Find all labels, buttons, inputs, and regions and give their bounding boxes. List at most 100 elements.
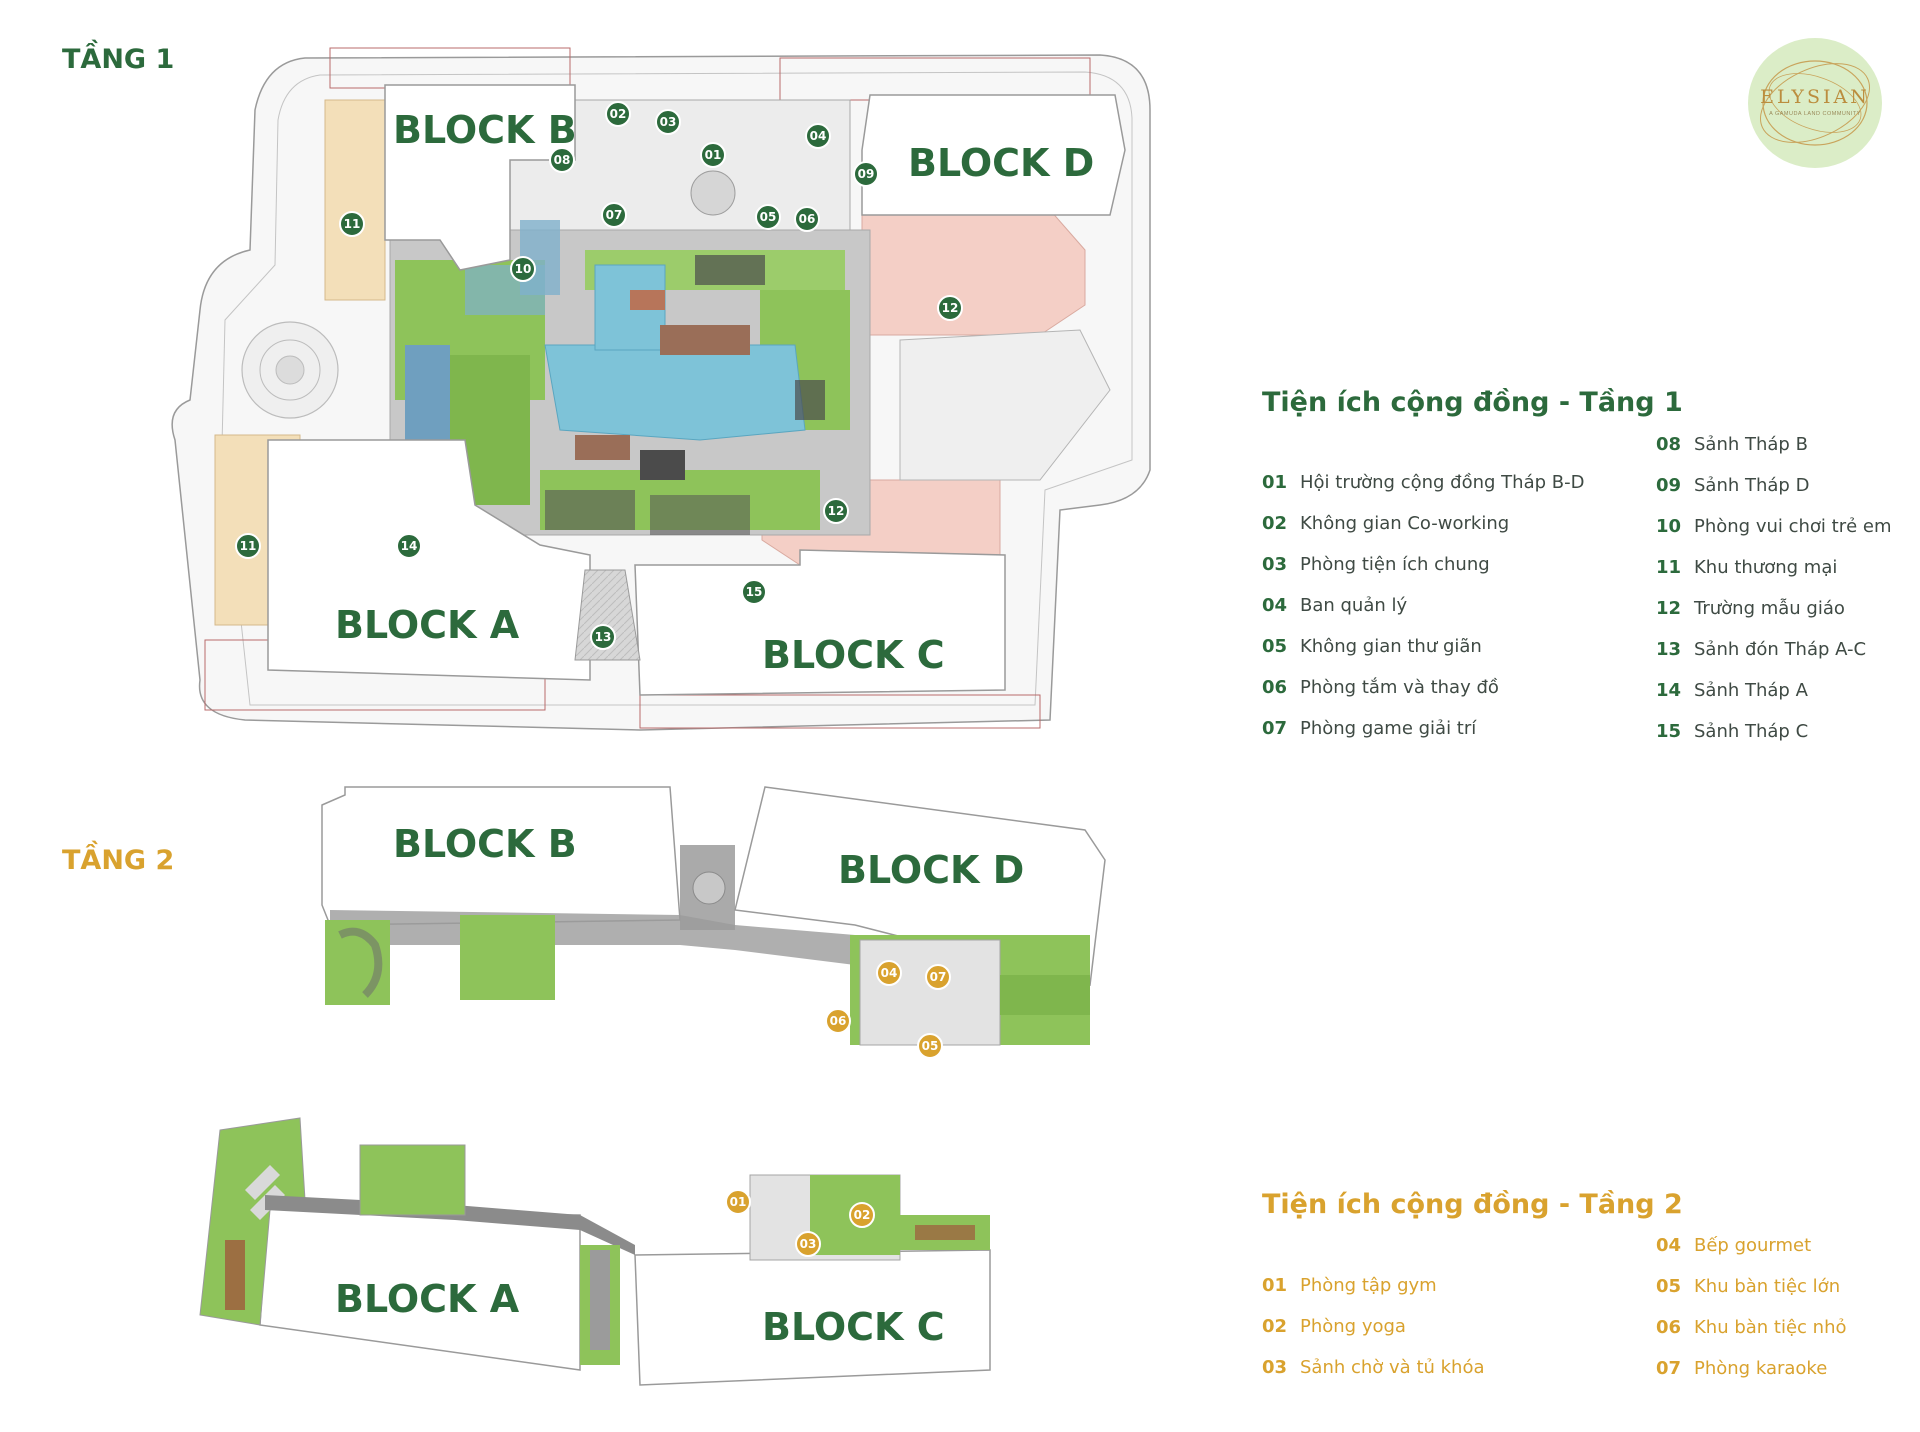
map-marker-11: 11 bbox=[339, 211, 365, 237]
legend-item-number: 08 bbox=[1656, 434, 1682, 455]
legend-item-label: Sảnh Tháp C bbox=[1694, 721, 1809, 742]
svg-text:04: 04 bbox=[810, 129, 827, 143]
legend-item-label: Phòng vui chơi trẻ em bbox=[1694, 516, 1892, 537]
legend-item-number: 05 bbox=[1262, 636, 1288, 657]
block-a-building bbox=[267, 439, 591, 681]
map-marker-13: 13 bbox=[590, 624, 616, 650]
floor-1-markers: 02 03 01 04 09 08 07 05 06 10 11 12 12 11 14 15 13 bbox=[235, 101, 963, 650]
map-marker-08: 08 bbox=[549, 147, 575, 173]
floor-2-title: TẦNG 2 bbox=[62, 845, 175, 876]
svg-text:13: 13 bbox=[595, 630, 612, 644]
floor-1-plan bbox=[171, 47, 1151, 731]
svg-text:12: 12 bbox=[828, 504, 845, 518]
map-marker-10: 10 bbox=[510, 256, 536, 282]
legend-item-label: Phòng game giải trí bbox=[1300, 718, 1477, 739]
legend-item-label: Sảnh Tháp A bbox=[1694, 680, 1808, 701]
legend-item-label: Sảnh đón Tháp A-C bbox=[1694, 639, 1867, 660]
legend-item-label: Trường mẫu giáo bbox=[1694, 598, 1845, 619]
legend-item-number: 13 bbox=[1656, 639, 1682, 660]
leaf-ring-icon bbox=[1760, 60, 1870, 146]
legend-item-number: 07 bbox=[1262, 718, 1288, 739]
legend-item-number: 01 bbox=[1262, 1275, 1288, 1296]
f3-block-a-label: BLOCK A bbox=[335, 1277, 520, 1321]
legend-floor-2-title: Tiện ích cộng đồng - Tầng 2 bbox=[1262, 1189, 1683, 1220]
map-marker-12: 12 bbox=[823, 498, 849, 524]
legend-item-label: Phòng tiện ích chung bbox=[1300, 554, 1490, 575]
elysian-logo: ELYSIAN A GAMUDA LAND COMMUNITY bbox=[1748, 38, 1882, 168]
legend-item: 08 Sảnh Tháp B bbox=[1656, 434, 1808, 455]
svg-text:04: 04 bbox=[881, 966, 898, 980]
legend-item-number: 05 bbox=[1656, 1276, 1682, 1297]
legend-item-label: Khu bàn tiệc lớn bbox=[1694, 1276, 1841, 1297]
legend-item-label: Phòng karaoke bbox=[1694, 1358, 1828, 1379]
map-marker-02: 02 bbox=[849, 1202, 875, 1228]
f1-block-d-label: BLOCK D bbox=[908, 141, 1094, 185]
legend-item-label: Sảnh chờ và tủ khóa bbox=[1300, 1357, 1485, 1378]
map-marker-14: 14 bbox=[396, 533, 422, 559]
map-marker-01: 01 bbox=[700, 142, 726, 168]
floor-1-block-labels: BLOCK B BLOCK D BLOCK A BLOCK C bbox=[335, 108, 1094, 677]
floor-2-markers: 04 07 06 05 01 02 03 bbox=[725, 960, 951, 1257]
svg-text:01: 01 bbox=[730, 1195, 747, 1209]
svg-text:15: 15 bbox=[746, 585, 763, 599]
floor-1-title: TẦNG 1 bbox=[62, 44, 175, 75]
map-marker-06: 06 bbox=[794, 206, 820, 232]
legend-item-label: Phòng yoga bbox=[1300, 1316, 1406, 1337]
map-marker-07: 07 bbox=[925, 964, 951, 990]
legend-item-number: 03 bbox=[1262, 1357, 1288, 1378]
map-marker-06: 06 bbox=[825, 1008, 851, 1034]
legend-item-label: Phòng tập gym bbox=[1300, 1275, 1437, 1296]
legend-floor-1-title: Tiện ích cộng đồng - Tầng 1 bbox=[1262, 387, 1683, 418]
legend-item-number: 04 bbox=[1262, 595, 1288, 616]
svg-text:10: 10 bbox=[515, 262, 532, 276]
legend-item-label: Không gian thư giãn bbox=[1300, 636, 1482, 657]
floor-2-block-labels: BLOCK B BLOCK D bbox=[393, 822, 1024, 892]
svg-text:12: 12 bbox=[942, 301, 959, 315]
legend-item-number: 06 bbox=[1656, 1317, 1682, 1338]
map-marker-11: 11 bbox=[235, 533, 261, 559]
legend-item-number: 04 bbox=[1656, 1235, 1682, 1256]
legend-item-label: Sảnh Tháp B bbox=[1694, 434, 1808, 455]
svg-text:02: 02 bbox=[854, 1208, 871, 1222]
legend-item-label: Không gian Co-working bbox=[1300, 513, 1510, 534]
f1-block-a-label: BLOCK A bbox=[335, 603, 520, 647]
svg-text:02: 02 bbox=[610, 107, 627, 121]
svg-text:05: 05 bbox=[922, 1039, 939, 1053]
svg-text:08: 08 bbox=[554, 153, 571, 167]
f2-block-b-label: BLOCK B bbox=[393, 822, 577, 866]
map-marker-09: 09 bbox=[853, 161, 879, 187]
legend-item-number: 14 bbox=[1656, 680, 1682, 701]
svg-text:06: 06 bbox=[830, 1014, 847, 1028]
map-marker-02: 02 bbox=[605, 101, 631, 127]
legend-item-label: Khu thương mại bbox=[1694, 557, 1838, 578]
legend-item: 14 Sảnh Tháp A bbox=[1656, 680, 1808, 701]
map-marker-03: 03 bbox=[795, 1231, 821, 1257]
legend-item-label: Khu bàn tiệc nhỏ bbox=[1694, 1317, 1847, 1338]
legend-item-number: 01 bbox=[1262, 472, 1288, 493]
lower-plan-block-labels: BLOCK A BLOCK C bbox=[335, 1277, 945, 1349]
svg-text:05: 05 bbox=[760, 210, 777, 224]
legend-item: 03 Sảnh chờ và tủ khóa bbox=[1262, 1357, 1485, 1378]
f1-block-b-label: BLOCK B bbox=[393, 108, 577, 152]
svg-text:07: 07 bbox=[606, 208, 623, 222]
svg-text:03: 03 bbox=[660, 115, 677, 129]
legend-item: 05 Khu bàn tiệc lớn bbox=[1656, 1276, 1840, 1297]
map-marker-05: 05 bbox=[917, 1033, 943, 1059]
legend-item-label: Bếp gourmet bbox=[1694, 1235, 1812, 1256]
floor-2-plan bbox=[321, 786, 1106, 1046]
map-marker-12: 12 bbox=[937, 295, 963, 321]
block-b-building bbox=[384, 84, 576, 271]
svg-text:03: 03 bbox=[800, 1237, 817, 1251]
f2-block-b-building bbox=[321, 786, 681, 926]
block-c-building bbox=[634, 549, 1006, 696]
svg-text:07: 07 bbox=[930, 970, 947, 984]
block-d-building bbox=[861, 94, 1126, 216]
legend-item-number: 12 bbox=[1656, 598, 1682, 619]
svg-text:09: 09 bbox=[858, 167, 875, 181]
map-marker-15: 15 bbox=[741, 579, 767, 605]
